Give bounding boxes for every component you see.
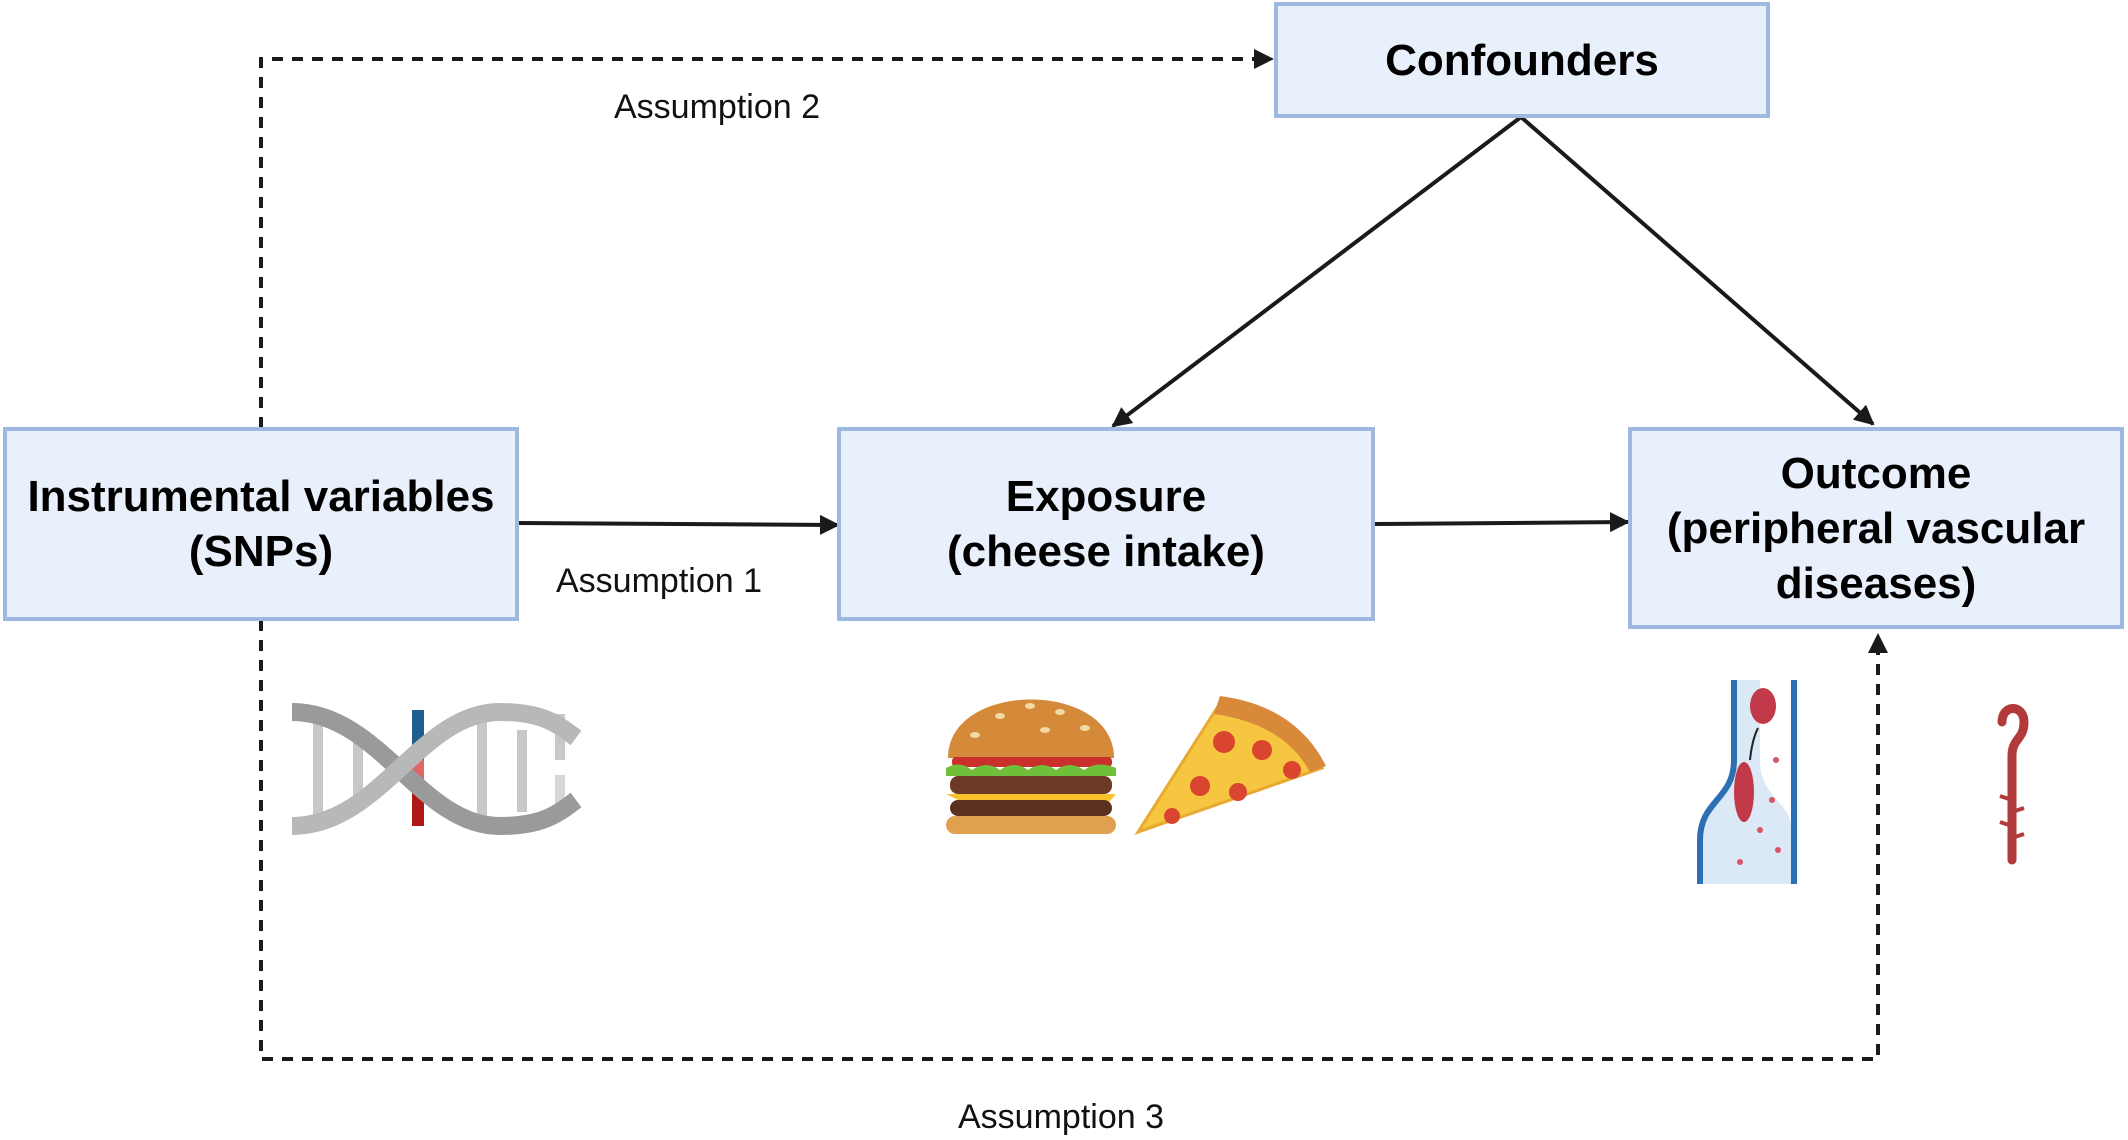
dashed-arrow-instrument-to-outcome [259,620,1888,1061]
exposure-title: Exposure [1005,472,1207,521]
outcome-title: Outcome [1780,448,1972,498]
instrumental-variables-node: Instrumental variables (SNPs) [3,427,519,621]
dna-icon [291,702,582,836]
outcome-node: Outcome (peripheral vascular diseases) [1628,427,2124,629]
burger-icon [946,699,1116,834]
arrow-instrument-to-exposure [517,514,840,535]
arrow-confounders-to-outcome [1519,115,1875,426]
blood-vessel-icon [1697,680,1797,884]
arrow-exposure-to-outcome [1374,512,1630,533]
assumption-2-label: Assumption 2 [614,88,820,126]
artery-icon [1997,704,2029,865]
outcome-subtitle-line1: (peripheral vascular [1666,503,2086,553]
instrument-subtitle: (SNPs) [188,527,334,576]
exposure-subtitle: (cheese intake) [947,527,1265,576]
confounders-node: Confounders [1274,2,1770,118]
pizza-icon [1134,696,1326,835]
assumption-1-label: Assumption 1 [556,562,762,600]
arrow-confounders-to-exposure [1111,115,1523,428]
assumption-3-label: Assumption 3 [958,1098,1164,1136]
exposure-node: Exposure (cheese intake) [837,427,1375,621]
dashed-arrow-instrument-to-confounders [259,49,1274,428]
confounders-title: Confounders [1385,35,1659,85]
outcome-subtitle-line2: diseases) [1775,558,1977,608]
instrument-title: Instrumental variables [27,472,495,521]
